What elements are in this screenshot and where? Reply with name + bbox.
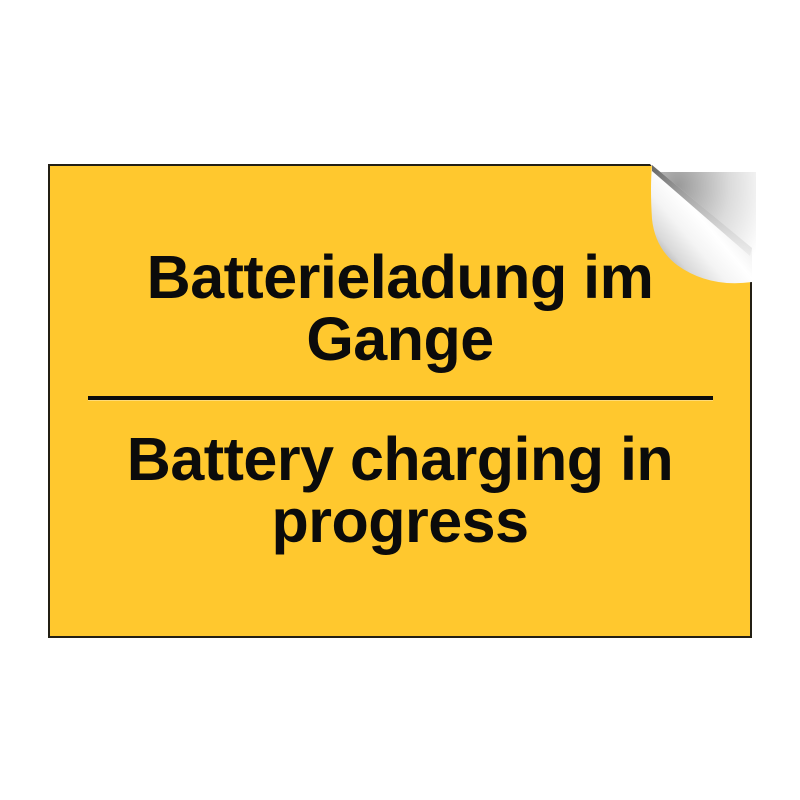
sign-divider — [87, 396, 713, 400]
sign-text-english: Battery charging in progress — [126, 425, 674, 556]
warning-sign-plate: Batterieladung im Gange Battery charging… — [48, 164, 752, 638]
sign-text-german: Batterieladung im Gange — [146, 242, 654, 373]
sign-content: Batterieladung im Gange Battery charging… — [50, 166, 750, 636]
